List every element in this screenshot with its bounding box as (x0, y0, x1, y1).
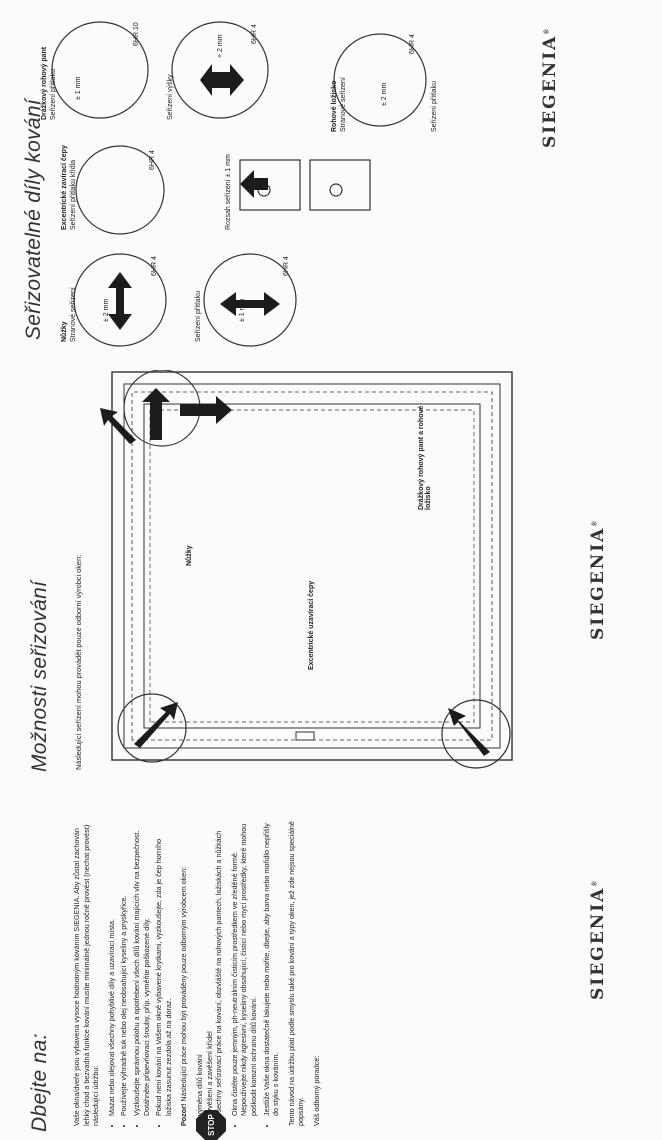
label-tool4: 6HR 4 (151, 256, 158, 276)
window-frame-diagram (100, 370, 513, 769)
bullet-cleaning: Okna čistěte pouze jemným, ph-neutrálním… (230, 816, 259, 1116)
glass-edge (143, 403, 481, 729)
label-pm1: ± 1 mm (75, 76, 82, 100)
maintenance-intro: Vaše okna/dveře jsou vybavena vysoce hod… (72, 824, 101, 1126)
sash-outer (123, 383, 501, 749)
adjustment-options-panel: Možnosti seřizování Následující seřízení… (0, 370, 662, 780)
logo-text: SIEGENIA (540, 34, 560, 148)
label-cam: Excentrické uzavírací čepy (308, 580, 315, 670)
warning-title: Pozor! (179, 1103, 189, 1126)
label-tool4: 6HR 4 (149, 150, 156, 170)
cleaning-bullets: Okna čistěte pouze jemným, ph-neutrálním… (230, 816, 281, 1126)
warning-item: – výměna dílů kování (194, 1054, 204, 1122)
arrow-cam (134, 702, 178, 748)
bullet-check: Vyzkoušejte správnou polohu a opotřebení… (132, 816, 151, 1116)
label-scissors: Nůžky (186, 545, 193, 566)
detail-circle-scissors (441, 699, 511, 769)
arrow-lateral (108, 272, 132, 330)
arrow-scissors (448, 708, 490, 756)
bullet-paint: Jestliže Vaše okna dostatečně lakujete n… (262, 816, 281, 1116)
handle-icon (295, 731, 315, 741)
maintenance-bullets: Mazat nebo olejovat všechny pohyblivé dí… (107, 816, 174, 1126)
adjust-arrows (100, 388, 490, 756)
warning-text: Následující práce mohou být prováděny po… (179, 866, 189, 1102)
bullet-lubricate: Mazat nebo olejovat všechny pohyblivé dí… (107, 816, 117, 1116)
logo-text: SIEGENIA (588, 526, 608, 640)
parts-detail-diagrams (51, 21, 427, 347)
label-hinge: Drážkový rohový pant a rohové ložisko (418, 405, 432, 510)
maintenance-panel: Dbejte na: Vaše okna/dveře jsou vybavena… (0, 780, 662, 1140)
label-pm2: ± 2 mm (103, 298, 110, 322)
arrow-hinge-h (142, 388, 170, 440)
label-pm2: ± 2 mm (381, 82, 388, 106)
label-height: Seřízení výšky (167, 74, 174, 120)
siegenia-logo: SIEGENIA® (540, 26, 560, 148)
siegenia-logo: SIEGENIA® (588, 518, 608, 640)
detail-hinge-press (51, 21, 149, 119)
label-pm1: ± 1 mm (239, 298, 246, 322)
detail-cam (75, 145, 165, 235)
warning-item: – všechny seřizovací práce na kování, ob… (214, 830, 224, 1122)
detail-hinge-height (171, 21, 269, 119)
outer-frame (111, 371, 513, 761)
maintenance-title: Dbejte na: (28, 1033, 51, 1132)
label-range: Rozsah seřízení ± 1 mm (225, 154, 232, 230)
stop-text: STOP (206, 1114, 216, 1136)
arrow-hinge-top (100, 408, 136, 444)
siegenia-logo: SIEGENIA® (588, 878, 608, 1000)
arrow-height (200, 64, 244, 96)
detail-corner (333, 33, 427, 127)
warning-block: Pozor! Následující práce mohou být prová… (179, 816, 189, 1126)
range-block-bottom (309, 159, 371, 211)
adjustable-parts-panel: Seřizovatelné díly kování Nůžk (0, 0, 662, 370)
arrow-range (240, 170, 268, 198)
label-corner-press: Seřízení přítlaku (431, 81, 438, 132)
sash-dashed (131, 391, 493, 741)
detail-circle-cam (117, 693, 187, 763)
label-tool10: 6HR 10 (133, 22, 140, 46)
stop-sign-icon: STOP (196, 1110, 226, 1140)
arrow-press (220, 292, 280, 316)
validity-note: Tento návod na údržbu platí podle smyslu… (286, 821, 306, 1126)
label-tool4: 6HR 4 (251, 24, 258, 44)
glass-dashed (149, 409, 475, 723)
bullet-pin: Pokud není kování na Vašem okně vybavené… (154, 816, 173, 1116)
label-tool4: 6HR 4 (283, 256, 290, 276)
label-pm2b: + 2 mm (217, 34, 224, 58)
dealer-label: Váš odborný poradce: (311, 1055, 321, 1126)
detail-scissors-press (203, 253, 297, 347)
label-tool4: 6HR 4 (409, 34, 416, 54)
detail-scissors-lateral (73, 253, 167, 347)
label-press: Seřízení přítlaku (195, 291, 202, 342)
cam-pin (329, 183, 343, 197)
logo-text: SIEGENIA (588, 886, 608, 1000)
warning-item: – vyvěšení a zavěšení křídel (204, 1031, 214, 1122)
bullet-grease: Používejte výhradně tuk nebo olej neobsa… (119, 816, 129, 1116)
range-block-top (239, 159, 301, 211)
maintenance-text: Vaše okna/dveře jsou vybavena vysoce hod… (72, 816, 327, 1126)
arrow-hinge-v (180, 396, 232, 424)
